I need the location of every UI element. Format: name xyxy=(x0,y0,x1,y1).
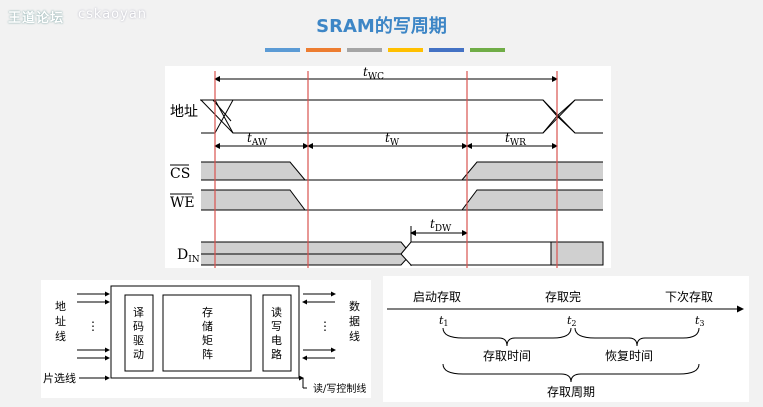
twc-label: tWC xyxy=(363,66,384,82)
memory-block-diagram: 地 址 线 ⋮ 译 码 驱 动 存 储 矩 阵 读 写 电 路 ⋮ 数 据 线 xyxy=(43,285,366,395)
timing-diagram: tWC 地址 tAW tW tWR CS WE tDW DIN xyxy=(170,65,604,268)
data-lines-label: 数 据 线 xyxy=(349,300,364,343)
start-access-label: 启动存取 xyxy=(413,290,461,304)
signal-label-cs: CS xyxy=(170,166,190,182)
signal-label-din: DIN xyxy=(177,247,200,265)
logo-text: 王道论坛 xyxy=(8,11,65,26)
storage-matrix-block xyxy=(162,294,252,372)
data-dots: ⋮ xyxy=(319,319,331,333)
taw-label: tAW xyxy=(247,131,268,148)
tw-label: tW xyxy=(385,131,400,148)
chip-select-label: 片选线 xyxy=(43,371,76,385)
t1-label: t1 xyxy=(439,314,449,328)
title-stripe xyxy=(265,48,300,52)
matrix-label: 存 储 矩 阵 xyxy=(202,305,217,361)
signal-label-we: WE xyxy=(170,195,195,211)
address-lines-label: 地 址 线 xyxy=(55,300,70,343)
cs-high-region xyxy=(201,162,305,180)
access-done-label: 存取完 xyxy=(545,289,581,304)
access-cycle-brace xyxy=(442,363,700,383)
decoder-label: 译 码 驱 动 xyxy=(133,306,148,361)
decoder-block xyxy=(124,294,154,372)
din-valid-region xyxy=(400,241,552,266)
recovery-time-label: 恢复时间 xyxy=(605,349,653,363)
access-cycle-diagram: 启动存取 存取完 下次存取 t1 t2 t3 存取时间 恢复时间 存取周期 xyxy=(387,289,744,399)
access-cycle-label: 存取周期 xyxy=(547,385,595,399)
access-time-brace xyxy=(442,327,572,347)
next-access-label: 下次存取 xyxy=(665,290,713,304)
memory-block-panel: 地 址 线 ⋮ 译 码 驱 动 存 储 矩 阵 读 写 电 路 ⋮ 数 据 线 xyxy=(41,280,371,398)
rw-control-label: 读/写控制线 xyxy=(313,382,366,395)
title-stripe xyxy=(347,48,382,52)
recovery-time-brace xyxy=(574,327,700,347)
rw-circuit-block xyxy=(262,294,292,372)
timing-diagram-panel: tWC 地址 tAW tW tWR CS WE tDW DIN xyxy=(165,65,611,268)
we-high-region xyxy=(201,190,305,210)
twr-label: tWR xyxy=(505,131,526,148)
logo-subtext: cskaoyan xyxy=(78,7,148,22)
access-time-label: 存取时间 xyxy=(483,349,531,363)
title-stripe xyxy=(306,48,341,52)
rw-circuit-label: 读 写 电 路 xyxy=(271,305,286,361)
address-dots: ⋮ xyxy=(87,319,99,333)
title-stripe xyxy=(388,48,423,52)
signal-label-address: 地址 xyxy=(170,104,198,120)
title-stripe xyxy=(470,48,505,52)
t3-label: t3 xyxy=(695,314,705,328)
t2-label: t2 xyxy=(567,314,577,328)
tdw-label: tDW xyxy=(430,217,452,234)
access-cycle-panel: 启动存取 存取完 下次存取 t1 t2 t3 存取时间 恢复时间 存取周期 xyxy=(383,276,749,402)
title-stripe xyxy=(429,48,464,52)
page-title: SRAM的写周期 xyxy=(316,16,447,37)
din-after-region xyxy=(550,241,604,266)
logo: 王道论坛 cskaoyan xyxy=(0,0,150,30)
